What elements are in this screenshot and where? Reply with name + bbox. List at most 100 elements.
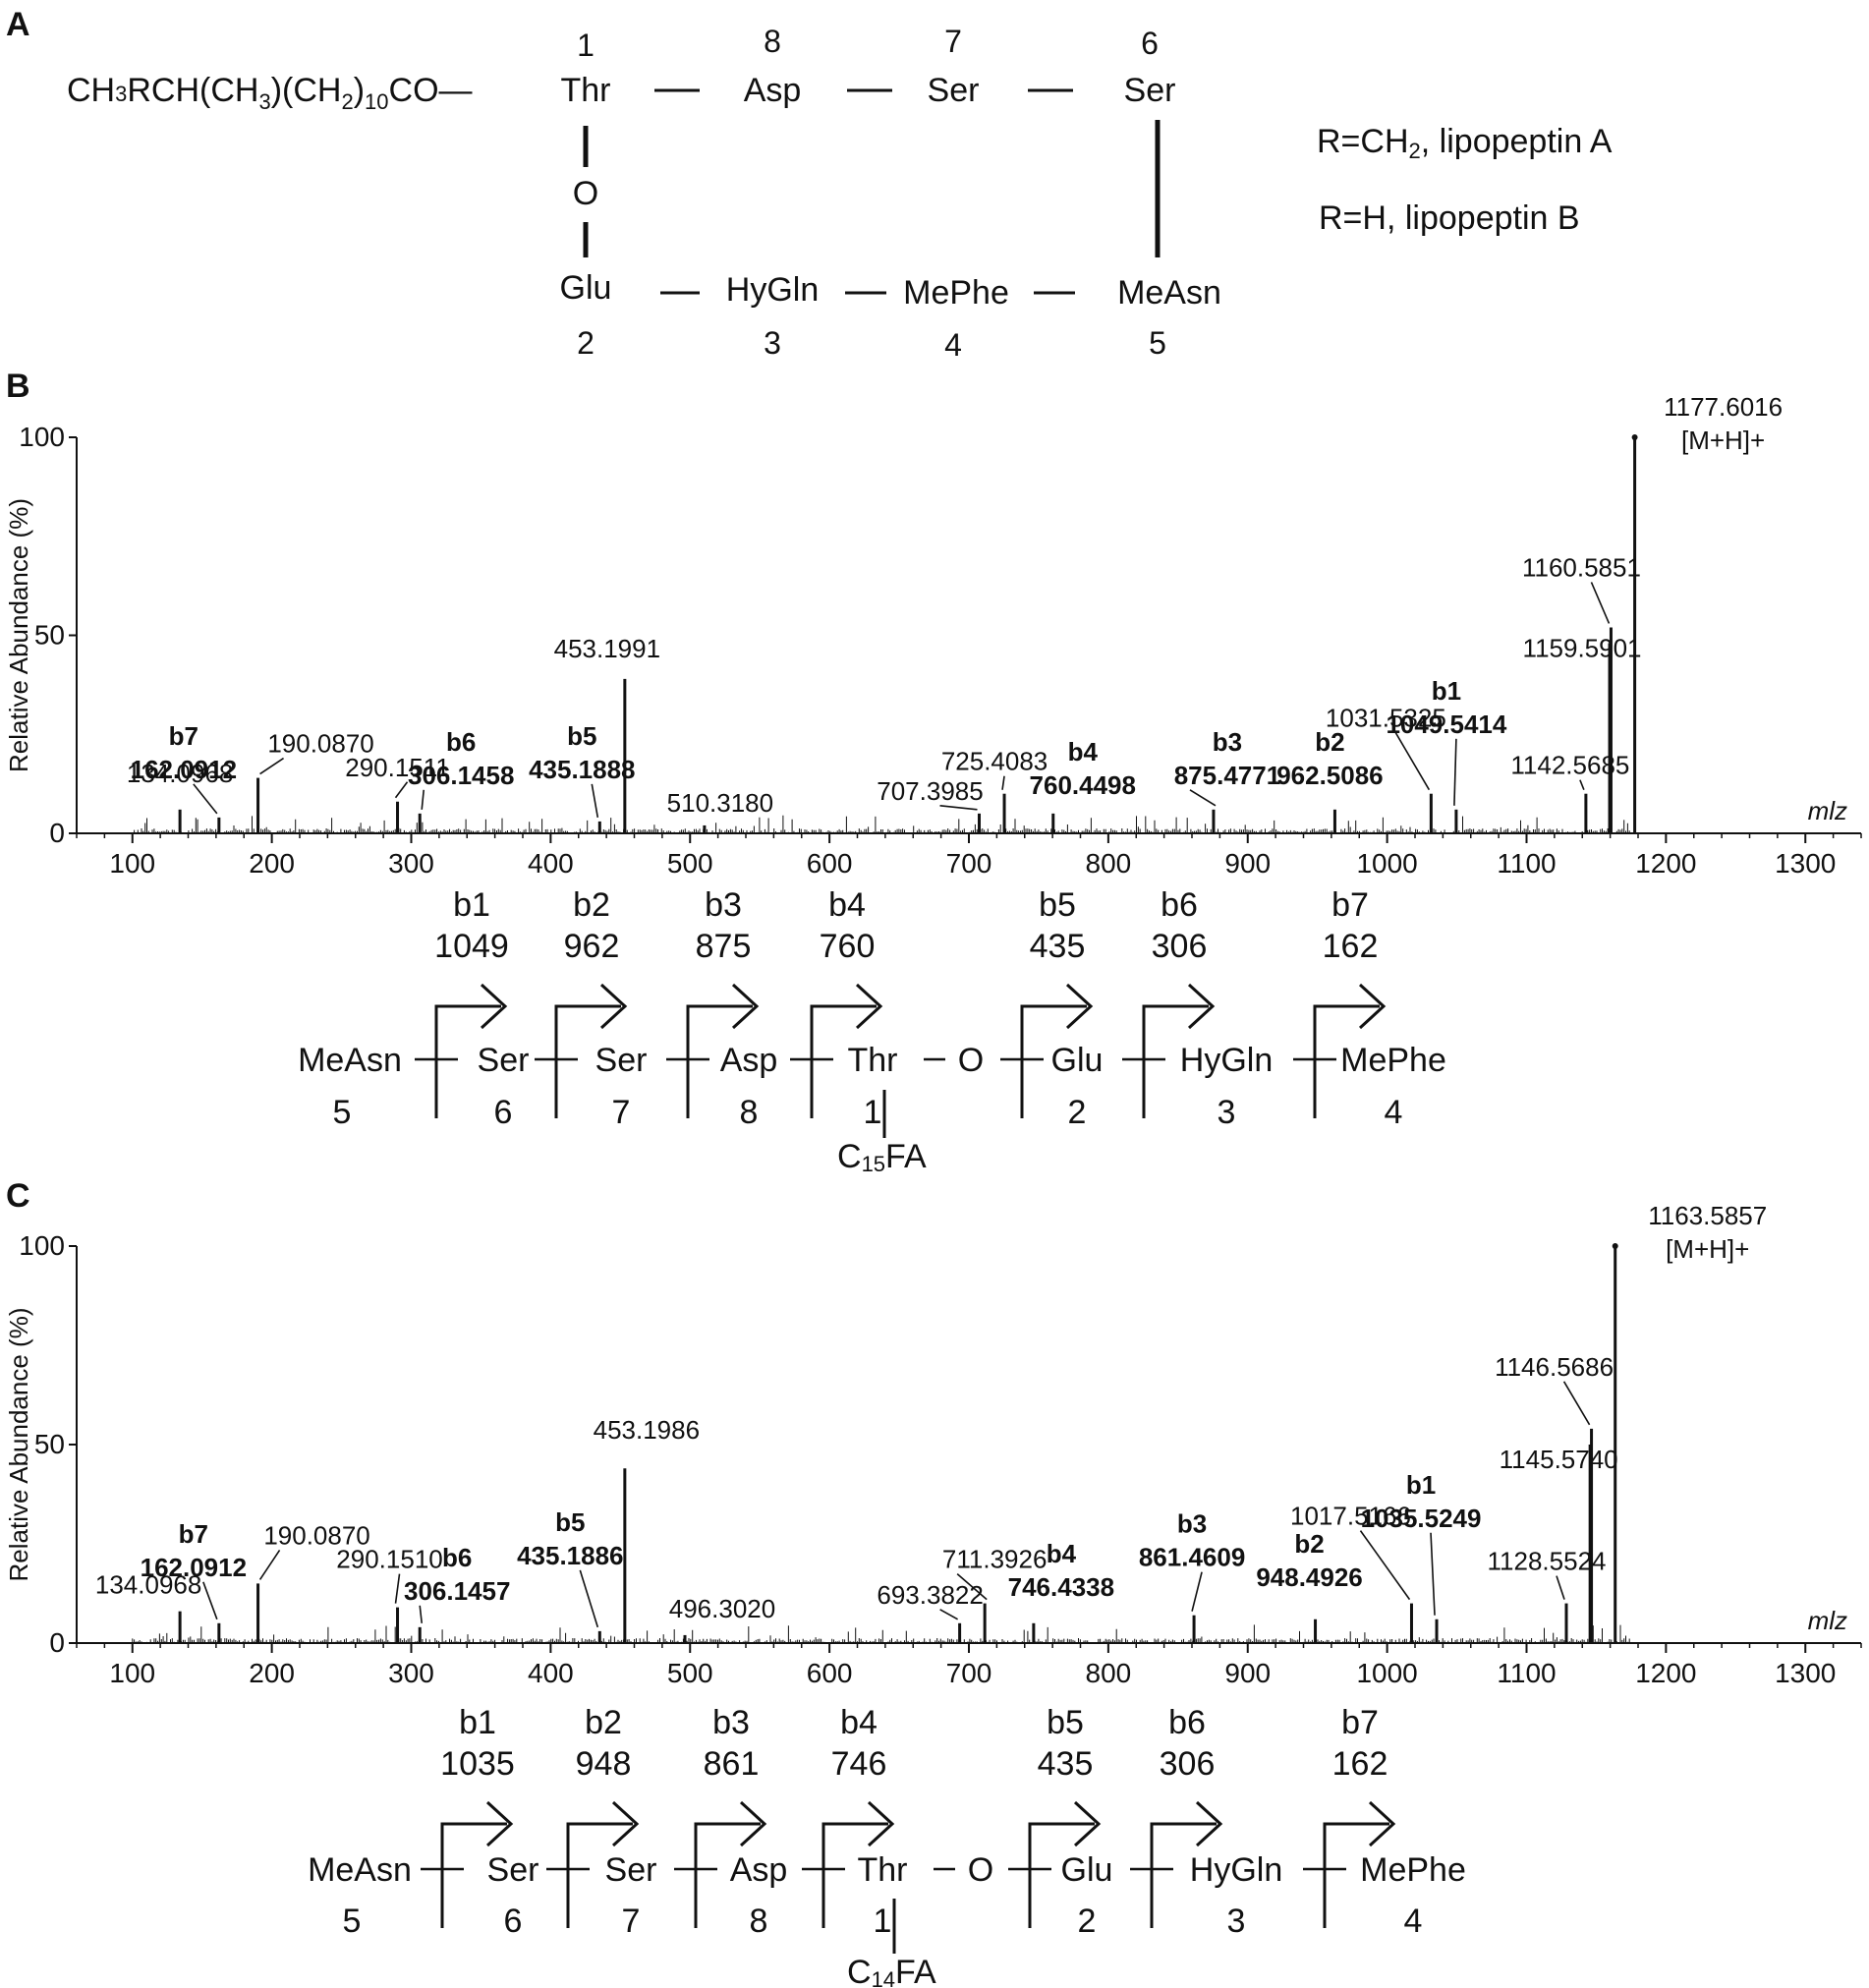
peak-label: 1163.5857 — [1648, 1201, 1767, 1230]
label-leader — [421, 789, 425, 810]
x-tick-label: 1200 — [1635, 848, 1696, 879]
panel-letter-a: A — [6, 6, 30, 43]
fragment-residue-number: 8 — [740, 1094, 759, 1131]
label-leader — [1189, 789, 1217, 807]
fragment-residue: HyGln — [1190, 1851, 1282, 1889]
arrow-head — [739, 1800, 767, 1847]
fragment-residue: Thr — [848, 1042, 898, 1079]
peak-label: 290.1511 — [345, 753, 450, 782]
peak-label: 1145.5740 — [1500, 1445, 1618, 1474]
label-leader — [579, 1569, 599, 1628]
label-leader — [939, 805, 978, 811]
x-tick-label: 600 — [807, 848, 853, 879]
residue-number-6: 6 — [1141, 26, 1159, 61]
fragment-residue-number: 8 — [750, 1903, 768, 1940]
x-tick-label: 700 — [946, 848, 992, 879]
fragment-residue: Ser — [605, 1851, 657, 1889]
label-leader — [1579, 779, 1585, 790]
peak-label: 134.0968 — [95, 1570, 201, 1600]
x-tick-label: 1200 — [1635, 1658, 1696, 1688]
residue-number-5: 5 — [1149, 325, 1166, 361]
label-leader — [1359, 1530, 1411, 1601]
ion-mass: 746 — [831, 1745, 887, 1783]
fragment-ion-label: b1 — [1406, 1470, 1436, 1500]
peak-label: 1159.5901 — [1523, 634, 1642, 663]
x-tick-label: 700 — [946, 1658, 992, 1688]
residue-glu: Glu — [560, 269, 612, 307]
arrow-head — [1358, 983, 1387, 1030]
fragment-residue: Ser — [595, 1042, 648, 1079]
fatty-acid-label: C15FA — [837, 1138, 927, 1176]
peak-label: [M+H]+ — [1666, 1234, 1749, 1264]
x-tick-label: 1000 — [1356, 848, 1417, 879]
ion-mass: 435 — [1030, 928, 1086, 965]
x-tick-label: 100 — [109, 1658, 155, 1688]
x-tick-label: 400 — [528, 848, 574, 879]
fragment-ion-label: b1 — [1432, 676, 1461, 706]
fragment-ion-label: 306.1458 — [408, 761, 514, 790]
fragment-ion-label: 746.4338 — [1008, 1572, 1114, 1602]
fragment-residue-number: 6 — [504, 1903, 523, 1940]
y-tick-label: 0 — [49, 818, 65, 848]
arrow-head — [1073, 1800, 1102, 1847]
ion-name: b2 — [573, 886, 610, 924]
peak-label: 711.3926 — [942, 1545, 1048, 1574]
ion-mass: 162 — [1332, 1745, 1388, 1783]
cleavage-arrow — [694, 1822, 761, 1928]
ion-mass: 760 — [820, 928, 876, 965]
x-tick-label: 500 — [667, 1658, 713, 1688]
fragment-ion-label: 435.1886 — [517, 1541, 623, 1570]
peak-label: [M+H]+ — [1681, 426, 1765, 455]
label-leader — [1191, 1571, 1203, 1612]
ion-name: b1 — [453, 886, 490, 924]
label-leader — [1562, 1381, 1591, 1426]
fragment-residue: Asp — [720, 1042, 778, 1079]
base-peak-marker — [1612, 1243, 1618, 1249]
fragment-residue: O — [958, 1042, 984, 1079]
arrow-head — [855, 983, 883, 1030]
x-tick-label: 900 — [1224, 1658, 1271, 1688]
label-leader — [1001, 775, 1005, 790]
fragment-ion-label: b7 — [179, 1519, 208, 1549]
fragment-ion-label: b5 — [567, 721, 596, 751]
residue-number-8: 8 — [764, 24, 781, 59]
fragment-residue: Glu — [1061, 1851, 1113, 1889]
x-tick-label: 900 — [1224, 848, 1271, 879]
residue-hygln: HyGln — [726, 271, 819, 309]
peak-label: 693.3822 — [877, 1580, 983, 1610]
arrow-head — [1368, 1800, 1396, 1847]
ion-mass: 875 — [696, 928, 752, 965]
fragment-ion-label: b4 — [1068, 737, 1099, 767]
y-tick-label: 50 — [34, 620, 65, 651]
panel-a: A CH3RCH(CH3)(CH2)10CO— 1 Thr 8 Asp 7 Se… — [6, 6, 1613, 363]
ion-mass: 162 — [1323, 928, 1379, 965]
cleavage-arrow — [1142, 1004, 1209, 1118]
label-leader — [394, 781, 409, 799]
x-tick-label: 300 — [388, 848, 434, 879]
ion-name: b4 — [828, 886, 866, 924]
fragment-residue: MeAsn — [298, 1042, 402, 1079]
panel-letter-c: C — [6, 1177, 30, 1215]
ion-mass: 962 — [564, 928, 620, 965]
fragment-ion-label: b5 — [555, 1507, 585, 1537]
fragment-ion-label: 948.4926 — [1256, 1562, 1362, 1592]
cleavage-arrow — [434, 1004, 501, 1118]
ion-name: b5 — [1039, 886, 1076, 924]
fragment-ion-label: 435.1888 — [529, 755, 635, 784]
fragment-ion-label: 162.0912 — [131, 755, 237, 784]
arrow-head — [1195, 1800, 1223, 1847]
panel-letter-b: B — [6, 368, 30, 405]
fragment-ion-label: 861.4609 — [1139, 1543, 1245, 1572]
cleavage-arrow — [1313, 1004, 1380, 1118]
residue-number-2: 2 — [577, 325, 595, 361]
ion-mass: 861 — [704, 1745, 760, 1783]
label-leader — [956, 1572, 988, 1601]
cleavage-arrow — [1323, 1822, 1389, 1928]
fragment-residue: HyGln — [1180, 1042, 1273, 1079]
ion-name: b2 — [585, 1704, 622, 1741]
arrow-head — [611, 1800, 640, 1847]
ion-mass: 306 — [1160, 1745, 1216, 1783]
residue-number-7: 7 — [944, 24, 962, 59]
